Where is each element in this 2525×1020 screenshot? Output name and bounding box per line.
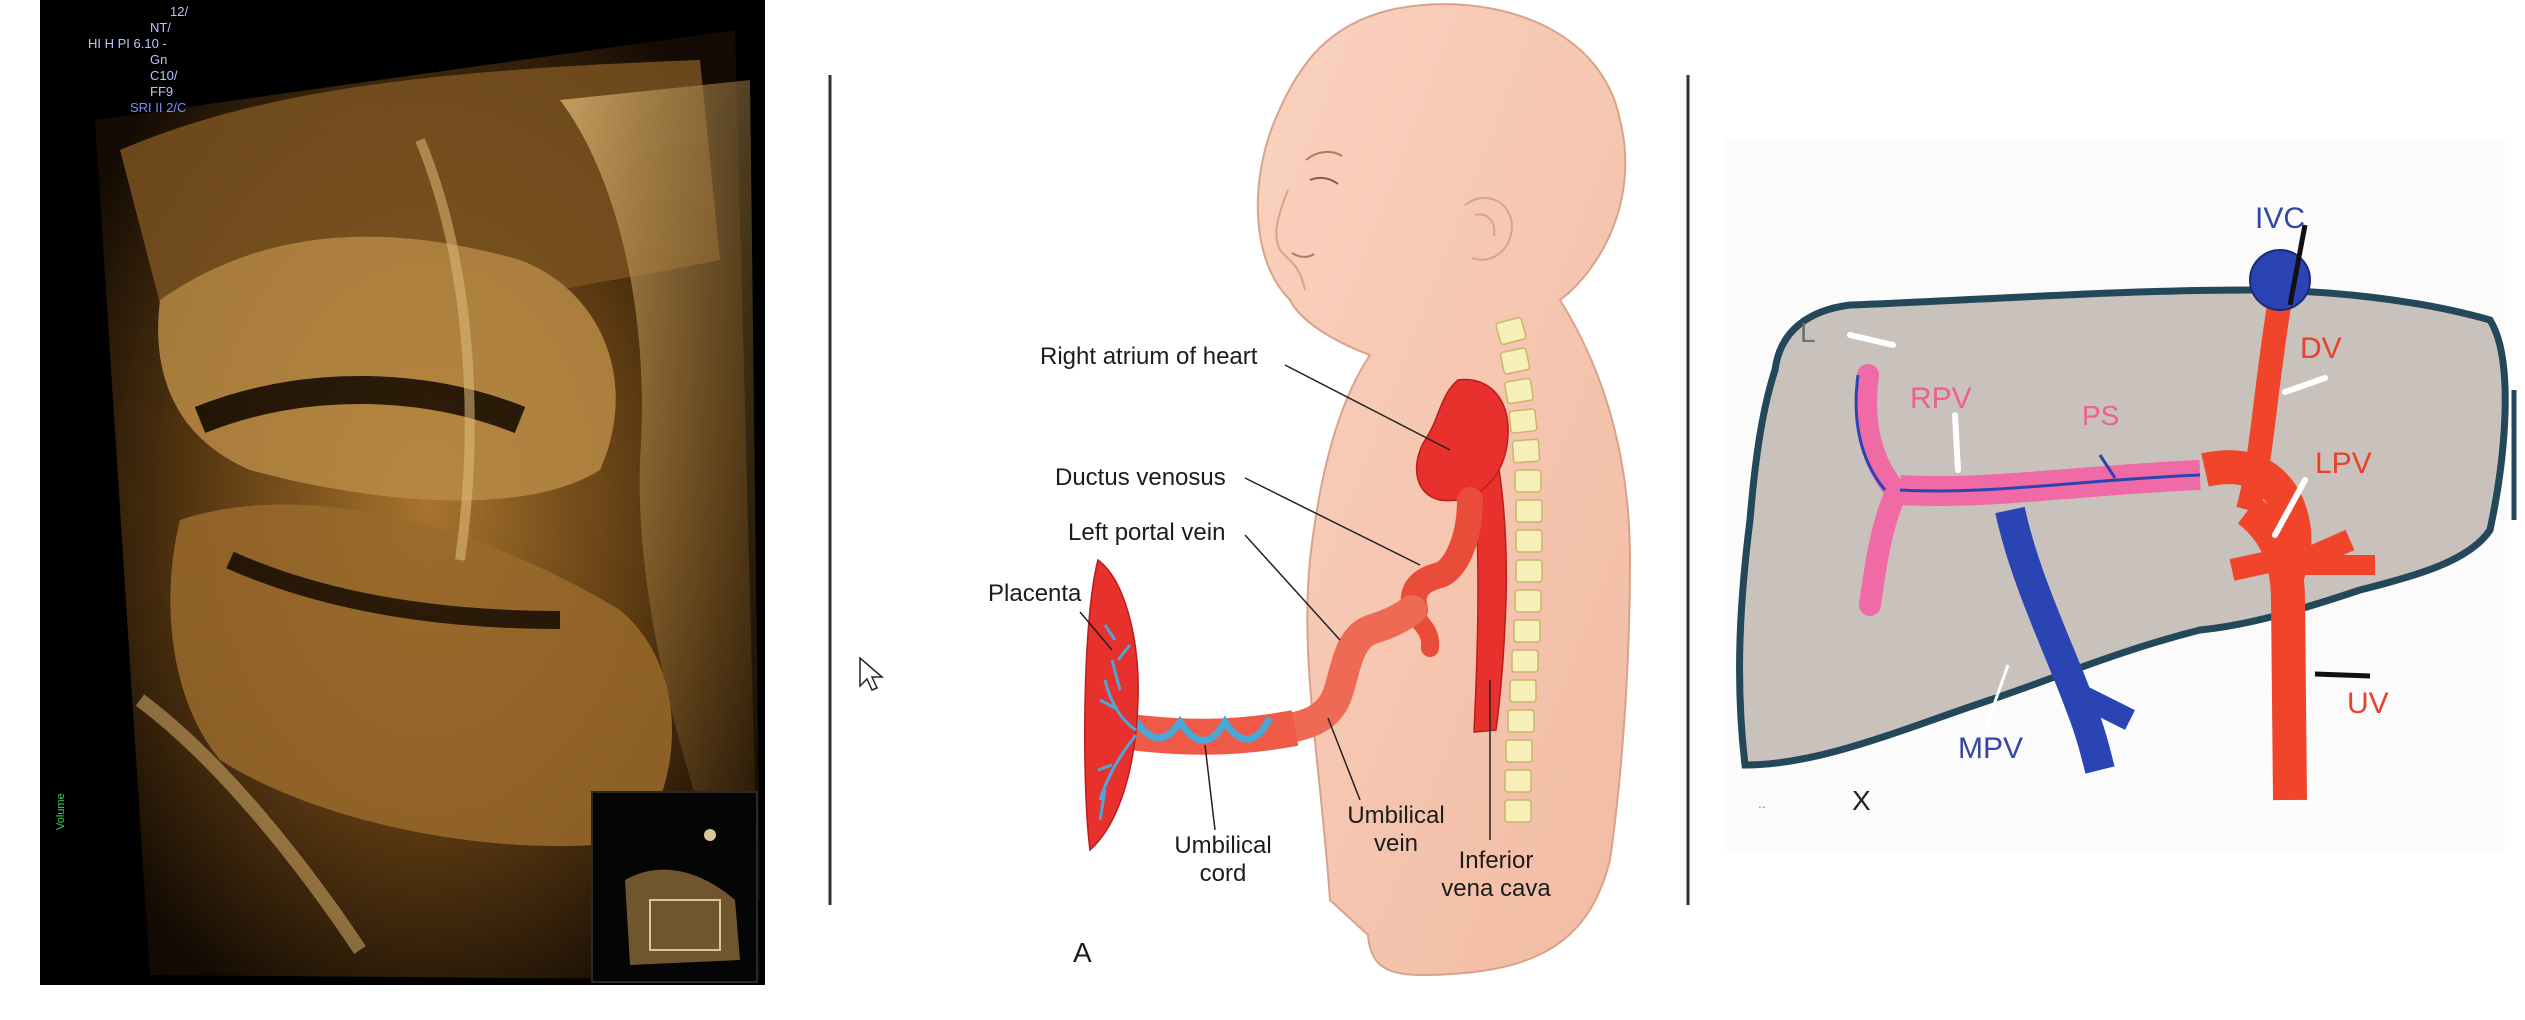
spine	[1495, 316, 1543, 823]
svg-text:NT/: NT/	[150, 20, 171, 35]
label-ductus-venosus: Ductus venosus	[1055, 464, 1226, 491]
svg-text:Gn: Gn	[150, 52, 167, 67]
label-inferior-vena-cava-line2: vena cava	[1441, 875, 1551, 902]
ultrasound-overlay-text: 12/ NT/ HI H PI 6.10 - Gn C10/ FF9 SRI I…	[88, 4, 188, 115]
label-ps: PS	[2082, 400, 2119, 431]
ductus-venosus-sketch	[2236, 298, 2292, 514]
label-right-atrium: Right atrium of heart	[1040, 343, 1258, 370]
label-umbilical-vein-line2: vein	[1374, 830, 1418, 857]
umbilical-vein	[1275, 595, 1427, 743]
svg-text:SRI II 2/C: SRI II 2/C	[130, 100, 186, 115]
label-lpv: LPV	[2315, 447, 2372, 480]
panel-letter-a: A	[1073, 937, 1092, 968]
ductus-venosus	[1400, 487, 1483, 623]
ultrasound-thumbnail	[591, 791, 758, 983]
leader-lines	[1079, 364, 1491, 840]
label-l: L	[1800, 317, 1816, 348]
ultrasound-side-label: Volume	[55, 793, 67, 830]
right-atrium	[1415, 378, 1509, 502]
ultrasound-panel: 12/ NT/ HI H PI 6.10 - Gn C10/ FF9 SRI I…	[40, 0, 765, 985]
label-umbilical-cord-line2: cord	[1200, 860, 1247, 887]
label-x: X	[1852, 785, 1871, 816]
label-dots: ..	[1758, 795, 1766, 811]
liver-sketch: IVC L RPV PS DV LPV UV MPV X ..	[1725, 140, 2517, 850]
label-rpv: RPV	[1910, 382, 1972, 415]
main-portal-vein-sketch	[1995, 506, 2115, 774]
label-ivc: IVC	[2255, 202, 2305, 235]
label-mpv: MPV	[1958, 732, 2023, 765]
svg-text:FF9: FF9	[150, 84, 173, 99]
fetal-circulation-diagram: Right atrium of heart Ductus venosus Lef…	[988, 3, 1632, 977]
svg-text:HI H PI 6.10 -: HI H PI 6.10 -	[88, 36, 167, 51]
label-umbilical-cord: Umbilical	[1174, 832, 1271, 859]
mouse-cursor-icon	[859, 656, 885, 691]
label-inferior-vena-cava: Inferior	[1459, 847, 1534, 874]
label-placenta: Placenta	[988, 580, 1082, 607]
label-dv: DV	[2300, 332, 2342, 365]
liver-outline	[1736, 286, 2509, 769]
label-uv: UV	[2347, 687, 2389, 720]
label-left-portal-vein: Left portal vein	[1068, 519, 1225, 546]
left-portal-vein-sketch	[2201, 450, 2312, 588]
svg-text:C10/: C10/	[150, 68, 178, 83]
svg-text:12/: 12/	[170, 4, 188, 19]
label-umbilical-vein: Umbilical	[1347, 802, 1444, 829]
right-portal-vein-sketch	[1855, 364, 1906, 616]
